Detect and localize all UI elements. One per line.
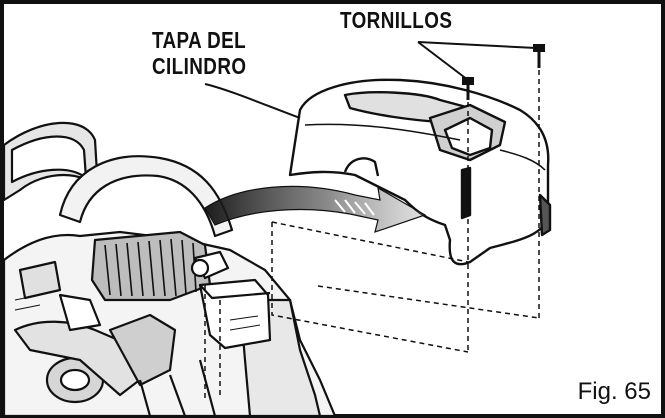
alignment-lines [204, 70, 540, 400]
leader-lines [204, 41, 537, 119]
label-tapa-line2: CILINDRO [152, 52, 247, 79]
chainsaw-body [2, 121, 337, 418]
cylinder-cover [288, 78, 552, 266]
direction-arrow [204, 185, 427, 233]
figure-number: Fig. 65 [577, 378, 651, 405]
label-tapa-line1: TAPA DEL [152, 27, 247, 53]
screw-left [462, 77, 474, 100]
label-tapa-del-cilindro: TAPA DEL CILINDRO [152, 27, 247, 80]
label-tornillos: TORNILLOS [340, 7, 453, 33]
